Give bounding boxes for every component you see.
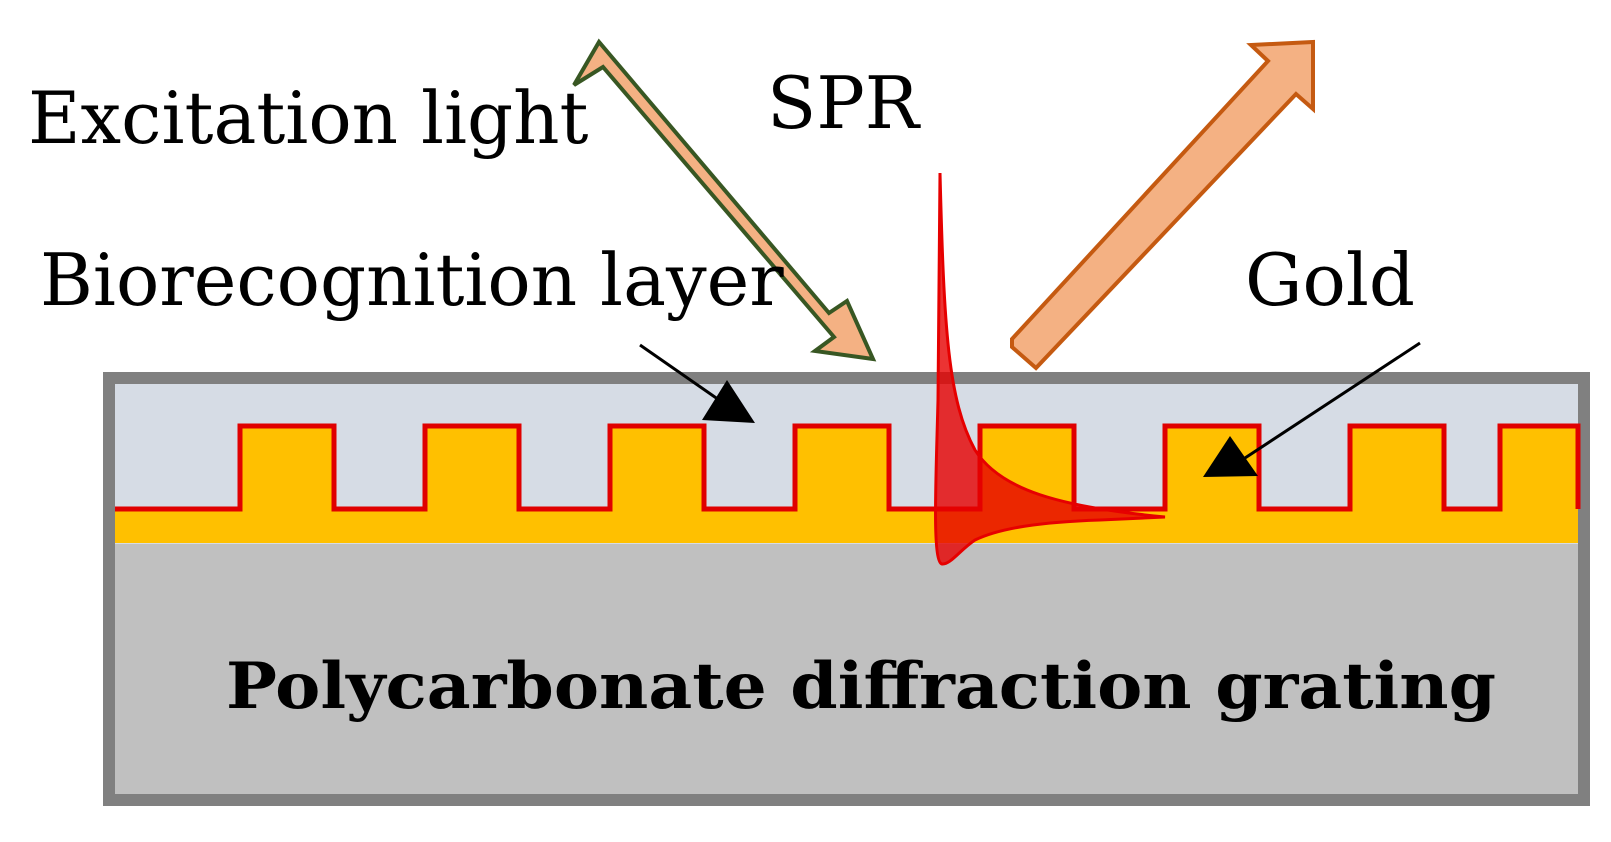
biorecognition-pointer-head — [702, 380, 755, 423]
excitation-light-label: Excitation light — [28, 76, 588, 160]
biorecognition-layer-label: Biorecognition layer — [40, 238, 784, 322]
substrate-label: Polycarbonate diffraction grating — [226, 649, 1496, 724]
gold-pointer-line — [1244, 341, 1421, 460]
grating-outline — [115, 423, 1581, 512]
gold-label: Gold — [1245, 238, 1415, 322]
reflected-arrow — [1010, 39, 1315, 371]
spr-field-profile — [934, 172, 1166, 566]
gold-pointer-head — [1203, 436, 1258, 477]
biorecognition-pointer-line — [639, 343, 723, 404]
spr-label: SPR — [767, 61, 921, 145]
gold-grating — [115, 426, 1578, 543]
excitation-arrow — [572, 38, 877, 362]
